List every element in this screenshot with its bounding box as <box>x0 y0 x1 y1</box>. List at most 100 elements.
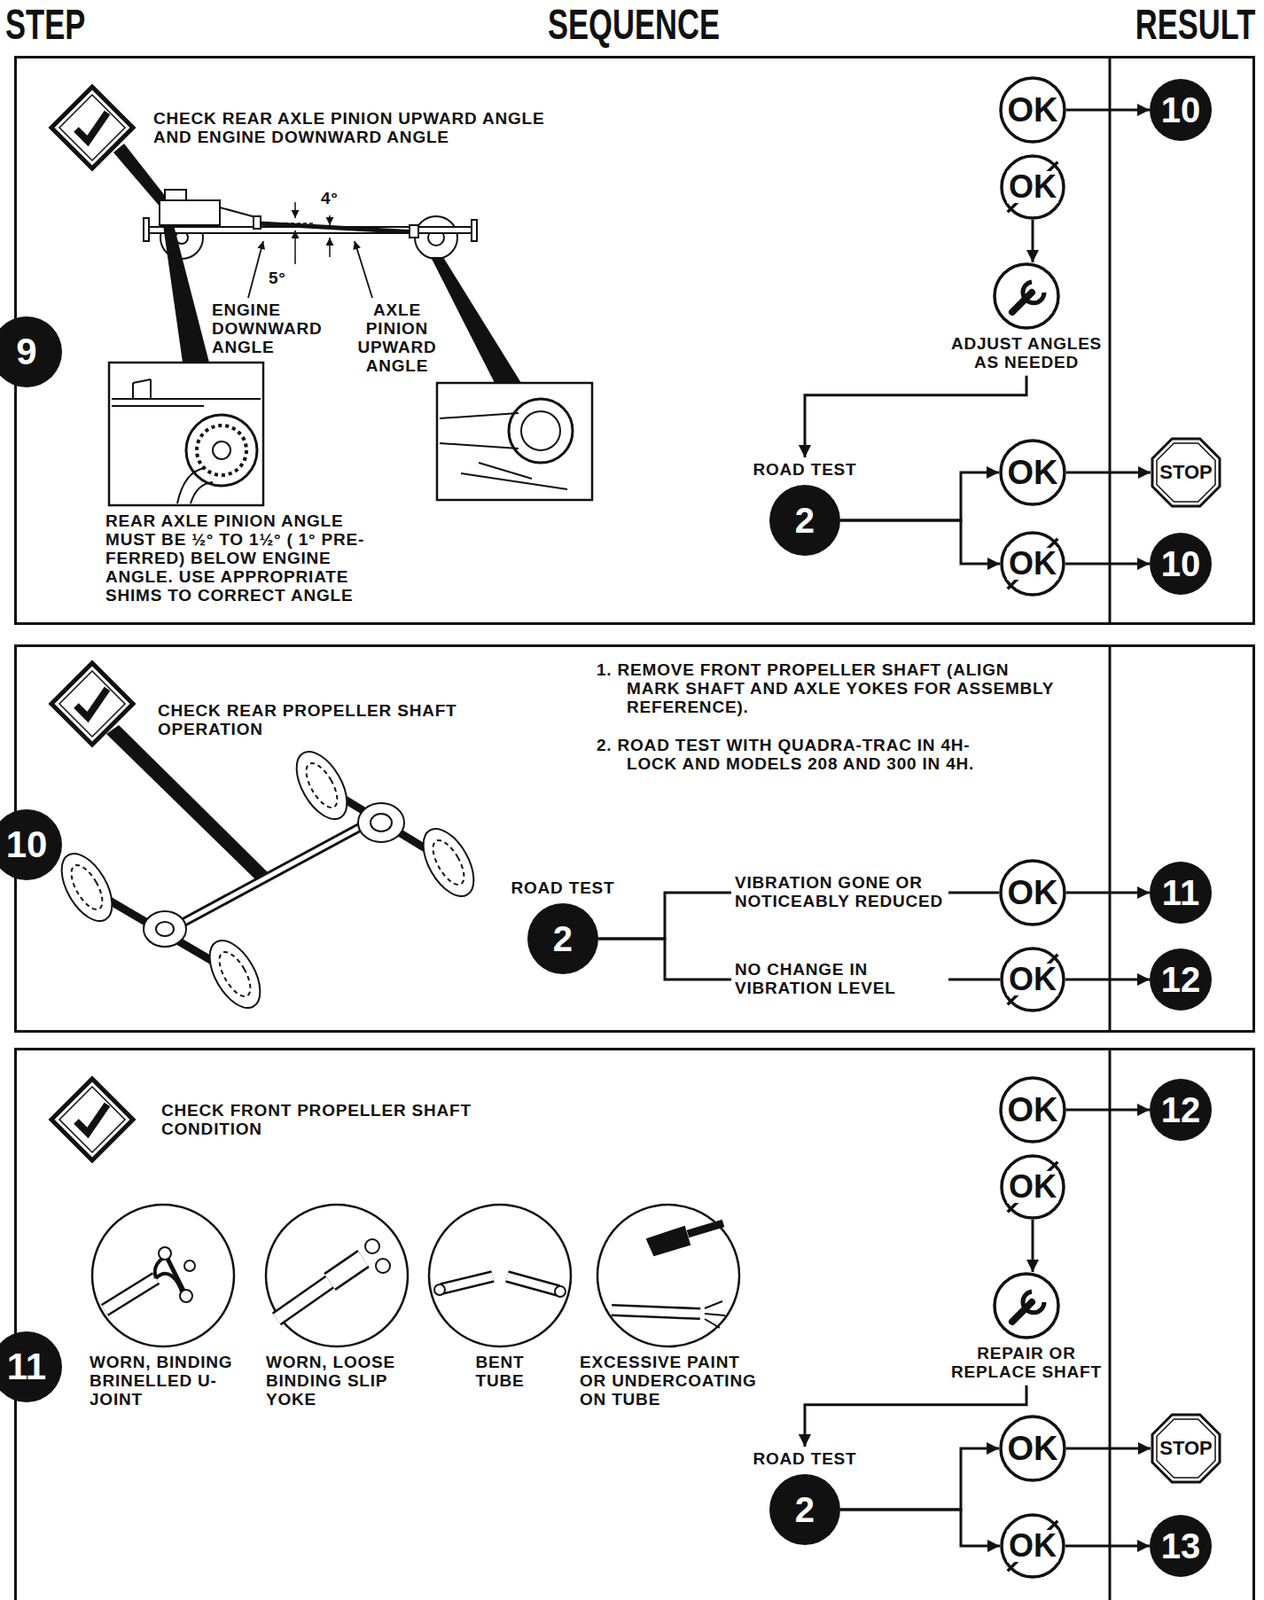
bent-tube-sketch <box>441 1276 493 1289</box>
flow-connector <box>1065 978 1150 982</box>
bent-tube-sketch <box>434 1276 566 1297</box>
check-diamond <box>76 112 108 141</box>
u-joint-sketch <box>158 1247 172 1260</box>
column-header: STEP <box>5 3 86 47</box>
label-slot: 5° <box>268 269 287 289</box>
u-joint-sketch <box>104 1247 196 1311</box>
octagon-inner <box>1156 443 1216 502</box>
node-text: OK <box>1007 455 1059 490</box>
node-number: 2 <box>750 1474 860 1545</box>
inspection-circle <box>597 1204 740 1347</box>
column-header: SEQUENCE <box>547 3 720 47</box>
angle-value: 5° <box>268 269 287 289</box>
vehicle-side-view <box>409 225 419 238</box>
repair-action: ADJUST ANGLES AS NEEDED <box>946 262 1107 376</box>
instruction-step: 2. ROAD TEST WITH QUADRA-TRAC IN 4H-LOCK… <box>596 736 1014 774</box>
circle-outline <box>1001 1514 1064 1577</box>
leader-line <box>248 241 264 298</box>
next-step-number: 12 <box>1149 1078 1212 1141</box>
check-diamond <box>59 94 125 161</box>
inspection-circle <box>265 1204 408 1347</box>
node-text: 11 <box>7 1348 47 1386</box>
inspection-circle <box>92 1204 740 1347</box>
panel-heading: CHECK REAR AXLE PINION UPWARD ANGLE AND … <box>153 109 575 148</box>
edge-label: VIBRATION GONE OR NOTICEABLY REDUCED <box>731 872 949 913</box>
vehicle-side-view <box>143 189 477 259</box>
node-text: 13 <box>1161 1528 1202 1564</box>
next-step-number: 10 <box>1149 532 1212 595</box>
wrench-icon <box>1022 1291 1045 1313</box>
drivetrain <box>358 803 405 843</box>
circle-outline <box>994 264 1059 328</box>
filled-circle <box>1149 78 1212 141</box>
slip-yoke-sketch <box>276 1281 330 1319</box>
filled-circle <box>1149 1078 1212 1141</box>
repair-action: REPAIR OR REPLACE SHAFT <box>946 1271 1107 1386</box>
node-text: ROAD TEST <box>753 460 858 480</box>
circle-outline <box>1000 78 1065 142</box>
label-slot: SEQUENCE <box>514 3 753 47</box>
check-diamond <box>76 1104 108 1133</box>
flow-connector <box>840 1448 999 1510</box>
circle-outline <box>1001 1155 1064 1218</box>
drivetrain <box>65 860 110 914</box>
circle-outline <box>994 1273 1059 1338</box>
part-label: ENGINE DOWNWARD ANGLE <box>211 301 328 358</box>
circle-outline <box>1001 532 1064 595</box>
not-ok-slash <box>1007 954 1059 1006</box>
drivetrain <box>286 743 358 828</box>
not-ok-circle: OK <box>999 1513 1066 1579</box>
bent-tube-sketch <box>507 1276 559 1291</box>
circle-outline <box>1001 156 1064 219</box>
check-diamond <box>59 1086 125 1153</box>
panel-heading: CHECK FRONT PROPELLER SHAFT CONDITION <box>161 1101 499 1140</box>
node-text: 10 <box>6 826 48 864</box>
panel-heading: CHECK REAR PROPELLER SHAFT OPERATION <box>157 702 495 740</box>
not-ok-circle: OK <box>999 946 1066 1013</box>
wrench-icon <box>1012 281 1045 313</box>
connector-group <box>598 109 1151 1546</box>
u-joint-sketch <box>104 1278 157 1311</box>
bent-tube-sketch <box>507 1276 559 1291</box>
circle-outline <box>1000 440 1065 505</box>
u-joint-sketch <box>179 1289 193 1303</box>
check-diamond <box>59 671 125 737</box>
slip-yoke-sketch <box>329 1258 364 1282</box>
transmission-flange <box>111 398 261 406</box>
instruction-step: 1. REMOVE FRONT PROPELLER SHAFT (ALIGN M… <box>596 661 1067 718</box>
flow-connector <box>1031 1219 1035 1272</box>
drivetrain <box>370 813 392 832</box>
step-number-badge: 10 <box>0 809 63 881</box>
filled-circle <box>0 809 63 881</box>
not-ok-slash <box>1007 1162 1059 1213</box>
node-text: OK <box>1006 963 1059 996</box>
vehicle-side-view <box>164 189 187 201</box>
paint-brush-sketch <box>647 1226 690 1256</box>
angle-indicator <box>265 222 316 225</box>
node-number: 2 <box>750 484 860 556</box>
node-text: 10 <box>1161 546 1202 582</box>
road-test-step: ROAD TEST2 <box>508 875 618 975</box>
flow-connector <box>840 472 999 521</box>
drivetrain <box>413 820 484 906</box>
u-joint-sketch <box>184 1260 196 1272</box>
flow-connector <box>1066 1108 1150 1112</box>
slip-yoke-sketch <box>375 1258 391 1273</box>
not-ok-slash <box>1007 538 1059 590</box>
transmission-flange <box>132 379 151 399</box>
node-text: REPAIR OR REPLACE SHAFT <box>946 1344 1107 1382</box>
bent-tube-sketch <box>554 1286 566 1297</box>
stop-sign: STOP <box>1150 1412 1222 1484</box>
defect-caption: EXCESSIVE PAINT OR UNDERCOATING ON TUBE <box>579 1353 766 1410</box>
node-text: OK <box>1007 93 1059 127</box>
inset-detail <box>109 362 264 506</box>
node-text: 11 <box>1162 874 1200 911</box>
node-text: ADJUST ANGLES AS NEEDED <box>946 335 1107 373</box>
filled-circle <box>1149 532 1212 595</box>
label-slot: WORN, LOOSE BINDING SLIP YOKE <box>265 1353 422 1410</box>
paint-brush-sketch <box>611 1223 726 1328</box>
spec-note: REAR AXLE PINION ANGLE MUST BE ½° TO 1½°… <box>105 512 383 605</box>
step-number-badge: 9 <box>0 316 63 388</box>
not-ok-circle: OK <box>999 154 1066 220</box>
filled-circle <box>1149 948 1212 1011</box>
